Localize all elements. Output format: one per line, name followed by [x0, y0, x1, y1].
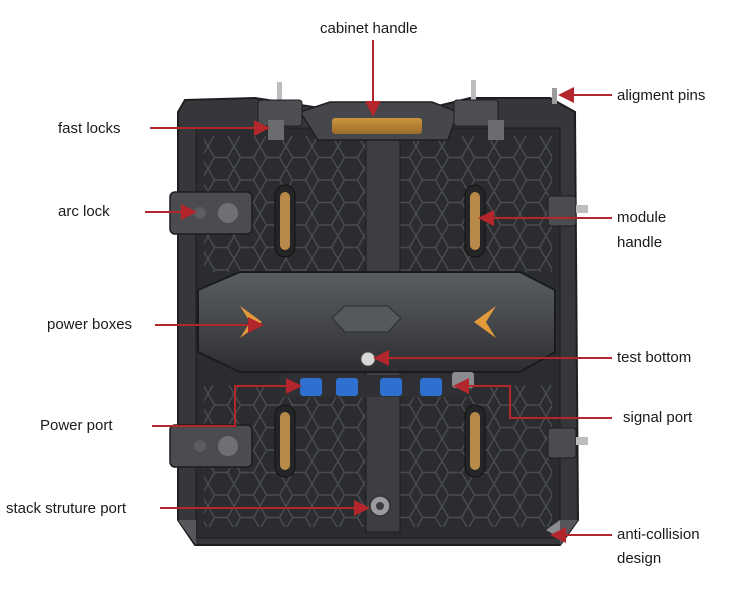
callout-power-port [152, 378, 302, 427]
label-fast-locks: fast locks [58, 120, 121, 137]
module-handles [274, 184, 486, 478]
label-stack-structure-port: stack struture port [6, 500, 127, 517]
label-test-button: test bottom [617, 349, 692, 366]
alignment-pins [277, 80, 557, 104]
callout-lines [145, 40, 612, 543]
fast-locks [257, 99, 504, 140]
label-cabinet-handle: cabinet handle [320, 20, 418, 37]
power-box [197, 271, 556, 373]
label-power-port: Power port [40, 417, 113, 434]
connector-ports [280, 372, 474, 397]
label-signal-port: signal port [623, 409, 693, 426]
label-anti-collision-line1: anti-collision [617, 526, 700, 543]
label-alignment-pins: aligment pins [617, 87, 706, 104]
callout-signal-port [453, 378, 612, 419]
label-anti-collision-line2: design [617, 550, 662, 567]
cabinet-handle [298, 101, 459, 141]
label-module-handle-line1: module [617, 209, 667, 226]
label-module-handle-line2: handle [617, 234, 663, 251]
label-arc-lock: arc lock [58, 203, 110, 220]
stack-structure-port [369, 495, 391, 517]
label-power-boxes: power boxes [47, 316, 133, 333]
